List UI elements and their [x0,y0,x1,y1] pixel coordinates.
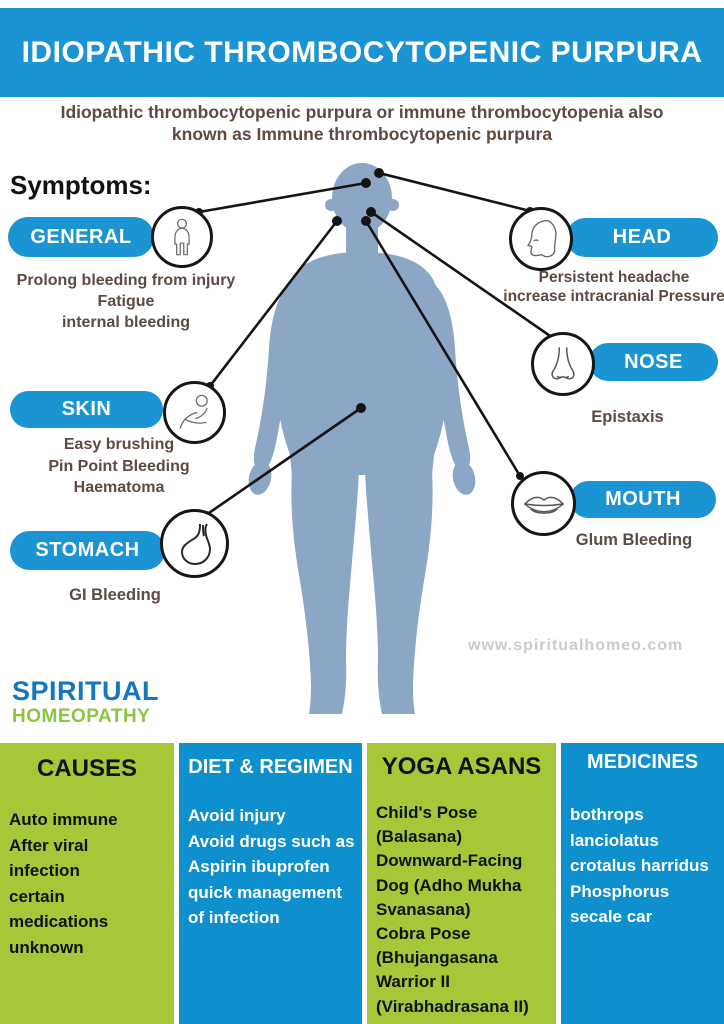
causes-title: CAUSES [36,755,138,782]
detail-line: Pin Point Bleeding [48,457,190,475]
causes-column: CAUSES Auto immune After viral infection… [0,743,174,1024]
detail-line: increase intracranial Pressure [503,288,724,305]
detail-line: internal bleeding [61,314,190,331]
list-item: Svanasana) [376,899,471,919]
list-item: (Bhujangasana [376,948,498,968]
list-item: Child's Pose [376,803,478,822]
list-item: quick management [188,882,342,902]
detail-line: GI Bleeding [69,586,161,604]
symptom-pill-general-label: GENERAL [30,225,132,248]
list-item: infection [9,861,80,880]
person-icon [174,218,190,256]
mouth-details: Glum Bleeding [558,531,710,550]
diet-regimen-column: DIET & REGIMEN Avoid injury Avoid drugs … [179,743,362,1024]
detail-line: Prolong bleeding from injury [16,272,236,289]
symptom-pill-mouth-label: MOUTH [605,488,681,510]
list-item: of infection [188,908,280,927]
diet-regimen-items: Avoid injury Avoid drugs such as Aspirin… [179,803,362,931]
symptom-pill-head-label: HEAD [612,226,672,248]
detail-line: Fatigue [97,293,155,310]
list-item: Warrior II [376,972,450,992]
diet-regimen-title: DIET & REGIMEN [188,756,353,778]
list-item: Auto immune [9,810,118,829]
medicines-items: bothrops lanciolatus crotalus harridus P… [561,802,724,930]
list-item: certain [9,886,65,906]
list-item: medications [9,912,109,931]
symptom-pill-stomach-label: STOMACH [35,539,140,561]
stomach-icon-circle [160,509,229,578]
yoga-asans-items: Child's Pose (Balasana) Downward-Facing … [367,801,556,1019]
stomach-details: GI Bleeding [35,586,195,605]
list-item: Phosphorus [570,881,670,901]
head-details: Persistent headache increase intracrania… [496,268,724,306]
nose-icon [551,347,575,380]
brand-logo-line1: SPIRITUAL [12,676,160,706]
medicines-column: MEDICINES bothrops lanciolatus crotalus … [561,743,724,1024]
header-banner: IDIOPATHIC THROMBOCYTOPENIC PURPURA [0,8,724,97]
symptom-pill-skin-label: SKIN [61,398,112,420]
skin-scratch-icon [179,394,208,429]
medicines-title: MEDICINES [586,751,699,773]
watermark-url: www.spiritualhomeo.com [468,637,684,654]
list-item: bothrops [570,805,644,824]
symptom-pill-general: GENERAL [8,217,154,257]
head-icon-circle [509,207,573,271]
list-item: secale car [570,907,653,926]
list-item: After viral [9,835,89,855]
yoga-asans-title: YOGA ASANS [381,753,542,780]
causes-items: Auto immune After viral infection certai… [0,807,174,960]
list-item: lanciolatus [570,830,659,850]
list-item: Dog (Adho Mukha [376,875,522,895]
list-item: (Virabhadrasana II) [376,996,529,1016]
lips-icon [523,496,564,514]
list-item: (Balasana) [376,827,462,847]
list-item: Avoid injury [188,806,286,825]
subtitle-line-2: known as Immune thrombocytopenic purpura [171,124,553,144]
brand-logo-line2: HOMEOPATHY [12,706,151,727]
subtitle-line-1: Idiopathic thrombocytopenic purpura or i… [60,102,664,122]
general-icon-circle [151,206,213,268]
detail-line: Haematoma [73,479,165,496]
list-item: Downward-Facing [376,851,523,871]
detail-line: Persistent headache [538,269,690,286]
symptoms-heading: Symptoms: [10,170,152,200]
nose-icon-circle [531,332,595,396]
detail-line: Epistaxis [591,408,664,426]
detail-line: Glum Bleeding [575,531,693,549]
symptom-pill-stomach: STOMACH [10,531,165,570]
list-item: Avoid drugs such as [188,831,355,851]
connector-lines [198,171,554,517]
symptom-pill-skin: SKIN [10,391,163,428]
brand-logo: SPIRITUAL HOMEOPATHY [12,676,160,727]
head-profile-icon [526,219,557,258]
list-item: unknown [9,937,84,957]
mouth-icon-circle [511,471,576,536]
page-title: IDIOPATHIC THROMBOCYTOPENIC PURPURA [21,35,703,69]
human-body-silhouette [248,163,476,714]
list-item: Aspirin ibuprofen [188,857,330,876]
list-item: Cobra Pose [376,924,471,944]
skin-details: Easy brushing Pin Point Bleeding Haemato… [18,434,220,499]
stomach-icon [180,522,211,565]
symptom-pill-nose: NOSE [589,343,718,381]
skin-icon-circle [163,381,226,444]
symptom-pill-head: HEAD [566,218,718,257]
yoga-asans-column: YOGA ASANS Child's Pose (Balasana) Downw… [367,743,556,1024]
detail-line: Easy brushing [63,436,175,453]
subtitle: Idiopathic thrombocytopenic purpura or i… [0,101,724,145]
symptom-pill-mouth: MOUTH [570,481,716,518]
list-item: crotalus harridus [570,856,709,875]
general-details: Prolong bleeding from injury Fatigue int… [0,270,252,333]
symptom-pill-nose-label: NOSE [624,350,683,373]
nose-details: Epistaxis [555,408,700,427]
